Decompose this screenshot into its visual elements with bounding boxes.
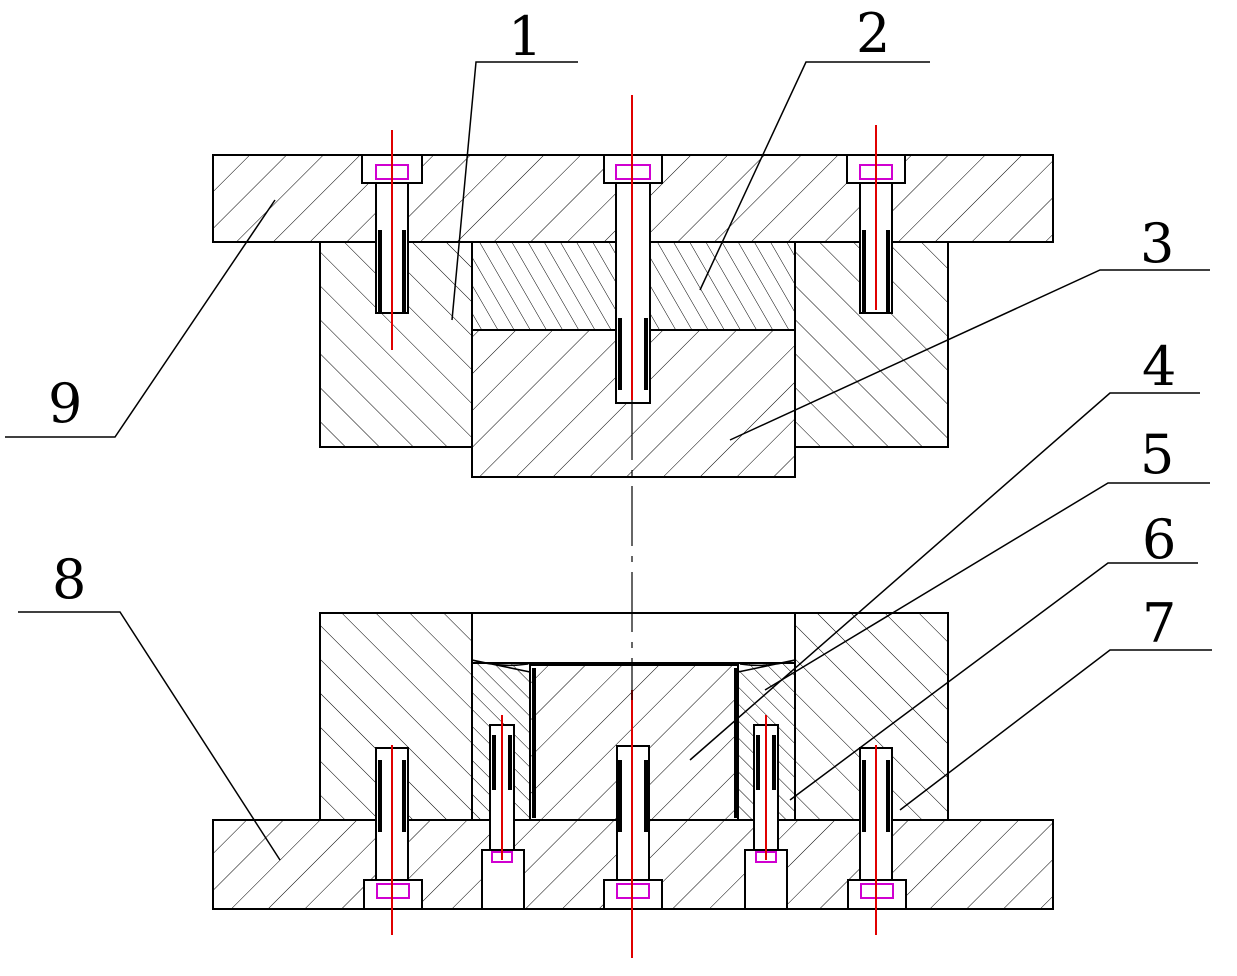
leader-9 (5, 199, 276, 438)
leader-7 (899, 649, 1212, 811)
part-label-5: 5 (1140, 423, 1174, 486)
lower-punch (529, 664, 739, 821)
cavity-chamfer (471, 659, 796, 673)
die-cavity (471, 612, 796, 664)
part-label-9: 9 (48, 372, 82, 435)
leader-4 (689, 392, 1200, 761)
part-label-8: 8 (52, 548, 86, 611)
leader-2 (699, 61, 930, 291)
leader-5 (764, 482, 1210, 691)
leader-1 (451, 61, 578, 321)
part-label-6: 6 (1142, 508, 1176, 571)
part-label-2: 2 (856, 2, 890, 65)
leader-lines (5, 61, 1212, 861)
leader-3 (729, 269, 1210, 441)
centerlines (391, 95, 877, 958)
part-label-4: 4 (1142, 335, 1176, 398)
part-label-3: 3 (1140, 212, 1174, 275)
part-label-1: 1 (508, 5, 542, 68)
leader-6 (789, 562, 1198, 801)
part-labels: 1 2 3 4 5 6 7 8 9 (48, 2, 1176, 655)
leader-8 (18, 611, 281, 861)
part-label-7: 7 (1142, 592, 1176, 655)
